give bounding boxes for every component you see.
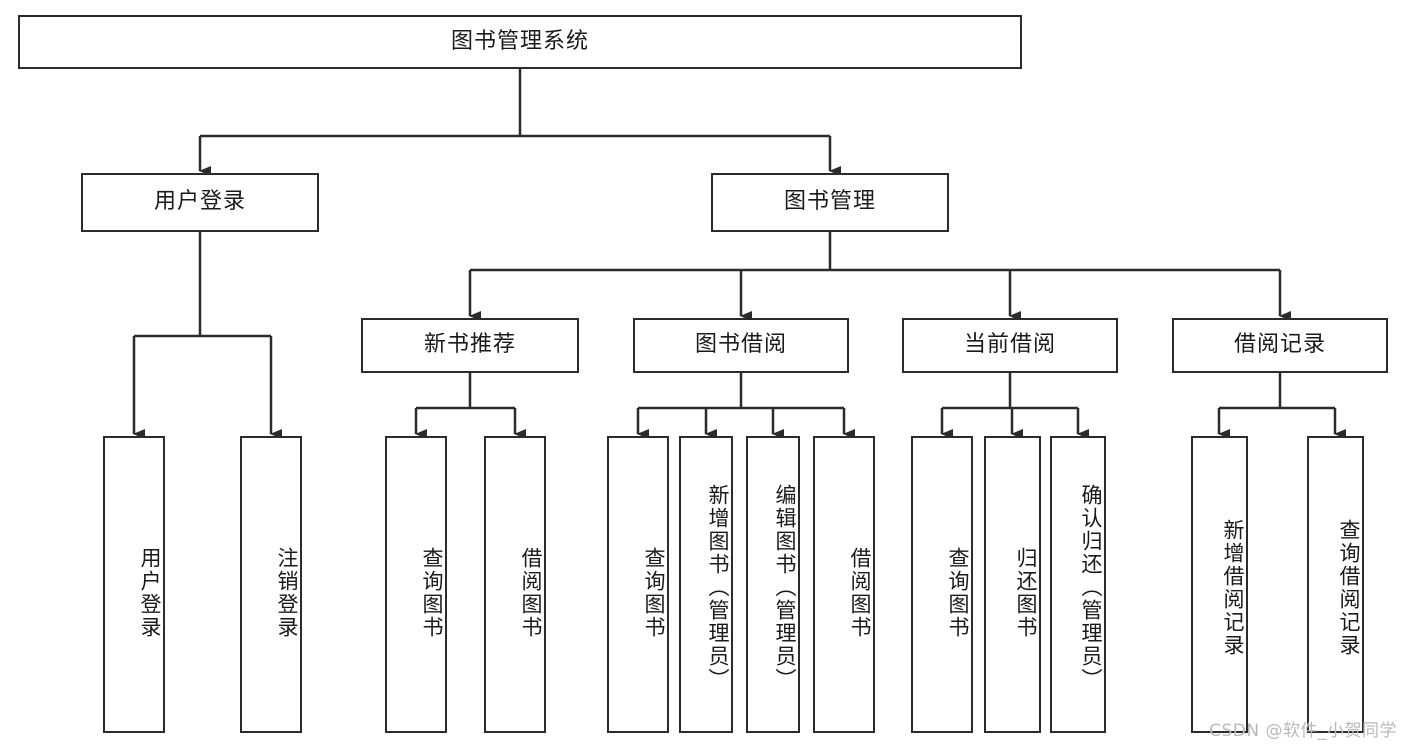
node-label: 图书借阅 (694, 332, 787, 358)
node-label: 注销登录 (275, 546, 299, 639)
node-leaf-edit-book-admin: 编辑图书（管理员） (746, 436, 800, 733)
node-leaf-query-book-current: 查询图书 (911, 436, 973, 733)
node-label: 用户登录 (138, 546, 162, 639)
node-leaf-borrow-book-rec: 借阅图书 (484, 436, 546, 733)
node-leaf-return-book: 归还图书 (984, 436, 1041, 733)
node-new-book-recommend: 新书推荐 (361, 318, 579, 373)
node-book-manage: 图书管理 (711, 173, 949, 232)
node-label: 新增借阅记录 (1221, 518, 1245, 657)
node-leaf-user-login: 用户登录 (103, 436, 165, 733)
node-leaf-query-borrow-record: 查询借阅记录 (1307, 436, 1364, 733)
node-book-borrow: 图书借阅 (633, 318, 849, 373)
node-leaf-query-book-borrow: 查询图书 (607, 436, 669, 733)
node-label: 编辑图书（管理员） (773, 484, 797, 691)
node-label: 确认归还（管理员） (1079, 484, 1103, 691)
node-label: 借阅记录 (1233, 332, 1326, 358)
node-label: 查询图书 (420, 546, 444, 639)
node-borrow-record: 借阅记录 (1172, 318, 1388, 373)
node-label: 用户登录 (153, 189, 246, 215)
node-label: 当前借阅 (963, 332, 1056, 358)
node-leaf-add-borrow-record: 新增借阅记录 (1191, 436, 1248, 733)
node-leaf-query-book-rec: 查询图书 (385, 436, 447, 733)
node-root: 图书管理系统 (18, 15, 1022, 69)
node-label: 新书推荐 (423, 332, 516, 358)
node-leaf-confirm-return-admin: 确认归还（管理员） (1050, 436, 1106, 733)
node-label: 查询借阅记录 (1337, 518, 1361, 657)
node-label: 借阅图书 (848, 546, 872, 639)
node-leaf-logout-login: 注销登录 (240, 436, 302, 733)
node-label: 图书管理 (783, 189, 876, 215)
node-leaf-add-book-admin: 新增图书（管理员） (679, 436, 733, 733)
node-label: 查询图书 (946, 546, 970, 639)
watermark-text: CSDN @软件_小贺同学 (1209, 721, 1397, 741)
node-current-borrow: 当前借阅 (902, 318, 1118, 373)
node-leaf-borrow-book: 借阅图书 (813, 436, 875, 733)
node-user-login: 用户登录 (81, 173, 319, 232)
node-label: 归还图书 (1014, 546, 1038, 639)
node-label: 查询图书 (642, 546, 666, 639)
node-label: 借阅图书 (519, 546, 543, 639)
node-label: 图书管理系统 (450, 28, 589, 54)
node-label: 新增图书（管理员） (706, 484, 730, 691)
